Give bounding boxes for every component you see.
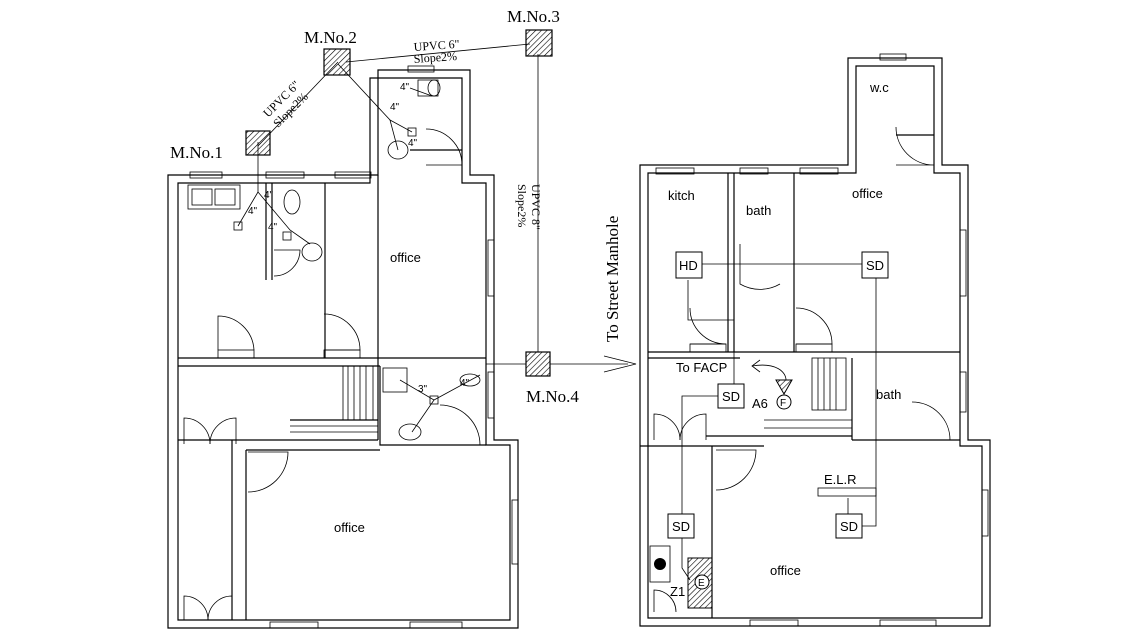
to-facp-label: To FACP (676, 360, 727, 375)
room-label-office-top: office (852, 186, 883, 201)
left-fixtures (187, 79, 481, 441)
manhole-3-label: M.No.3 (507, 7, 560, 26)
left-doors (183, 128, 481, 621)
a6-label: A6 (752, 396, 768, 411)
room-label-bath-top: bath (746, 203, 771, 218)
right-windows (655, 53, 989, 627)
pipe-size-label: 3" (418, 384, 428, 395)
smoke-detector-office-top: SD (861, 251, 889, 279)
smoke-detector-corridor: SD (717, 383, 745, 409)
pipe-size-label: 4" (460, 378, 470, 389)
pipe-size-label: 4" (264, 190, 274, 201)
room-label-kitch: kitch (668, 188, 695, 203)
m2-m3-pipe-label: UPVC 6" (413, 37, 460, 54)
manhole-1: M.No.1 (170, 130, 271, 162)
manhole-2-label: M.No.2 (304, 28, 357, 47)
left-plumbing-plan: M.No.1 M.No.2 M.No.3 M.No.4 UPVC 6" Slop… (167, 7, 637, 629)
right-fire-alarm-plan: HD SD SD SD SD F A6 E (639, 53, 991, 627)
room-label-office-bottom: office (770, 563, 801, 578)
left-interior-walls (178, 149, 486, 620)
left-stair (290, 365, 378, 433)
smoke-detector-entry: SD (667, 513, 695, 539)
svg-text:F: F (780, 398, 786, 409)
room-label-bath-right: bath (876, 387, 901, 402)
right-outer-wall (639, 57, 991, 627)
svg-text:E: E (698, 578, 705, 589)
elr-label: E.L.R (824, 472, 857, 487)
alarm-sounder: F A6 (752, 379, 793, 411)
pipe-size-label: 4" (248, 206, 258, 217)
z1-label: Z1 (670, 584, 685, 599)
street-manhole-label: To Street Manhole (603, 216, 622, 342)
smoke-detector-label: SD (840, 519, 858, 534)
left-top-windows (189, 65, 519, 629)
heat-detector-label: HD (679, 258, 698, 273)
right-interior-walls (640, 134, 960, 618)
fire-alarm-panel: E Z1 (649, 545, 713, 609)
manhole-2: M.No.2 (304, 28, 357, 76)
right-doors (653, 126, 951, 613)
room-label-office-bottom: office (334, 520, 365, 535)
smoke-detector-label: SD (866, 258, 884, 273)
m3-m4-pipe-label: UPVC 8" (529, 184, 543, 230)
left-inner-outline (177, 77, 511, 621)
pipe-size-label: 4" (408, 138, 418, 149)
m2-m3-slope-label: Slope2% (413, 49, 457, 66)
smoke-detector-label: SD (722, 389, 740, 404)
smoke-detector-label: SD (672, 519, 690, 534)
left-outer-wall (167, 69, 519, 629)
right-stair (764, 357, 852, 429)
manhole-4-label: M.No.4 (526, 387, 579, 406)
manhole-3: M.No.3 (507, 7, 560, 57)
pipe-size-label: 4" (390, 102, 400, 113)
room-label-wc: w.c (869, 80, 889, 95)
left-drain-pipes (233, 43, 637, 433)
room-label-office-top: office (390, 250, 421, 265)
m3-m4-slope-label: Slope2% (515, 184, 529, 227)
right-wiring (681, 263, 877, 581)
end-of-line-resistor: E.L.R (817, 472, 877, 497)
smoke-detector-office-bottom: SD (835, 513, 863, 539)
pipe-size-label: 4" (400, 82, 410, 93)
right-inner-outline (647, 65, 983, 619)
pipe-size-label: 4" (268, 222, 278, 233)
heat-detector: HD (675, 251, 703, 279)
manhole-4: M.No.4 (525, 351, 579, 406)
manhole-1-label: M.No.1 (170, 143, 223, 162)
